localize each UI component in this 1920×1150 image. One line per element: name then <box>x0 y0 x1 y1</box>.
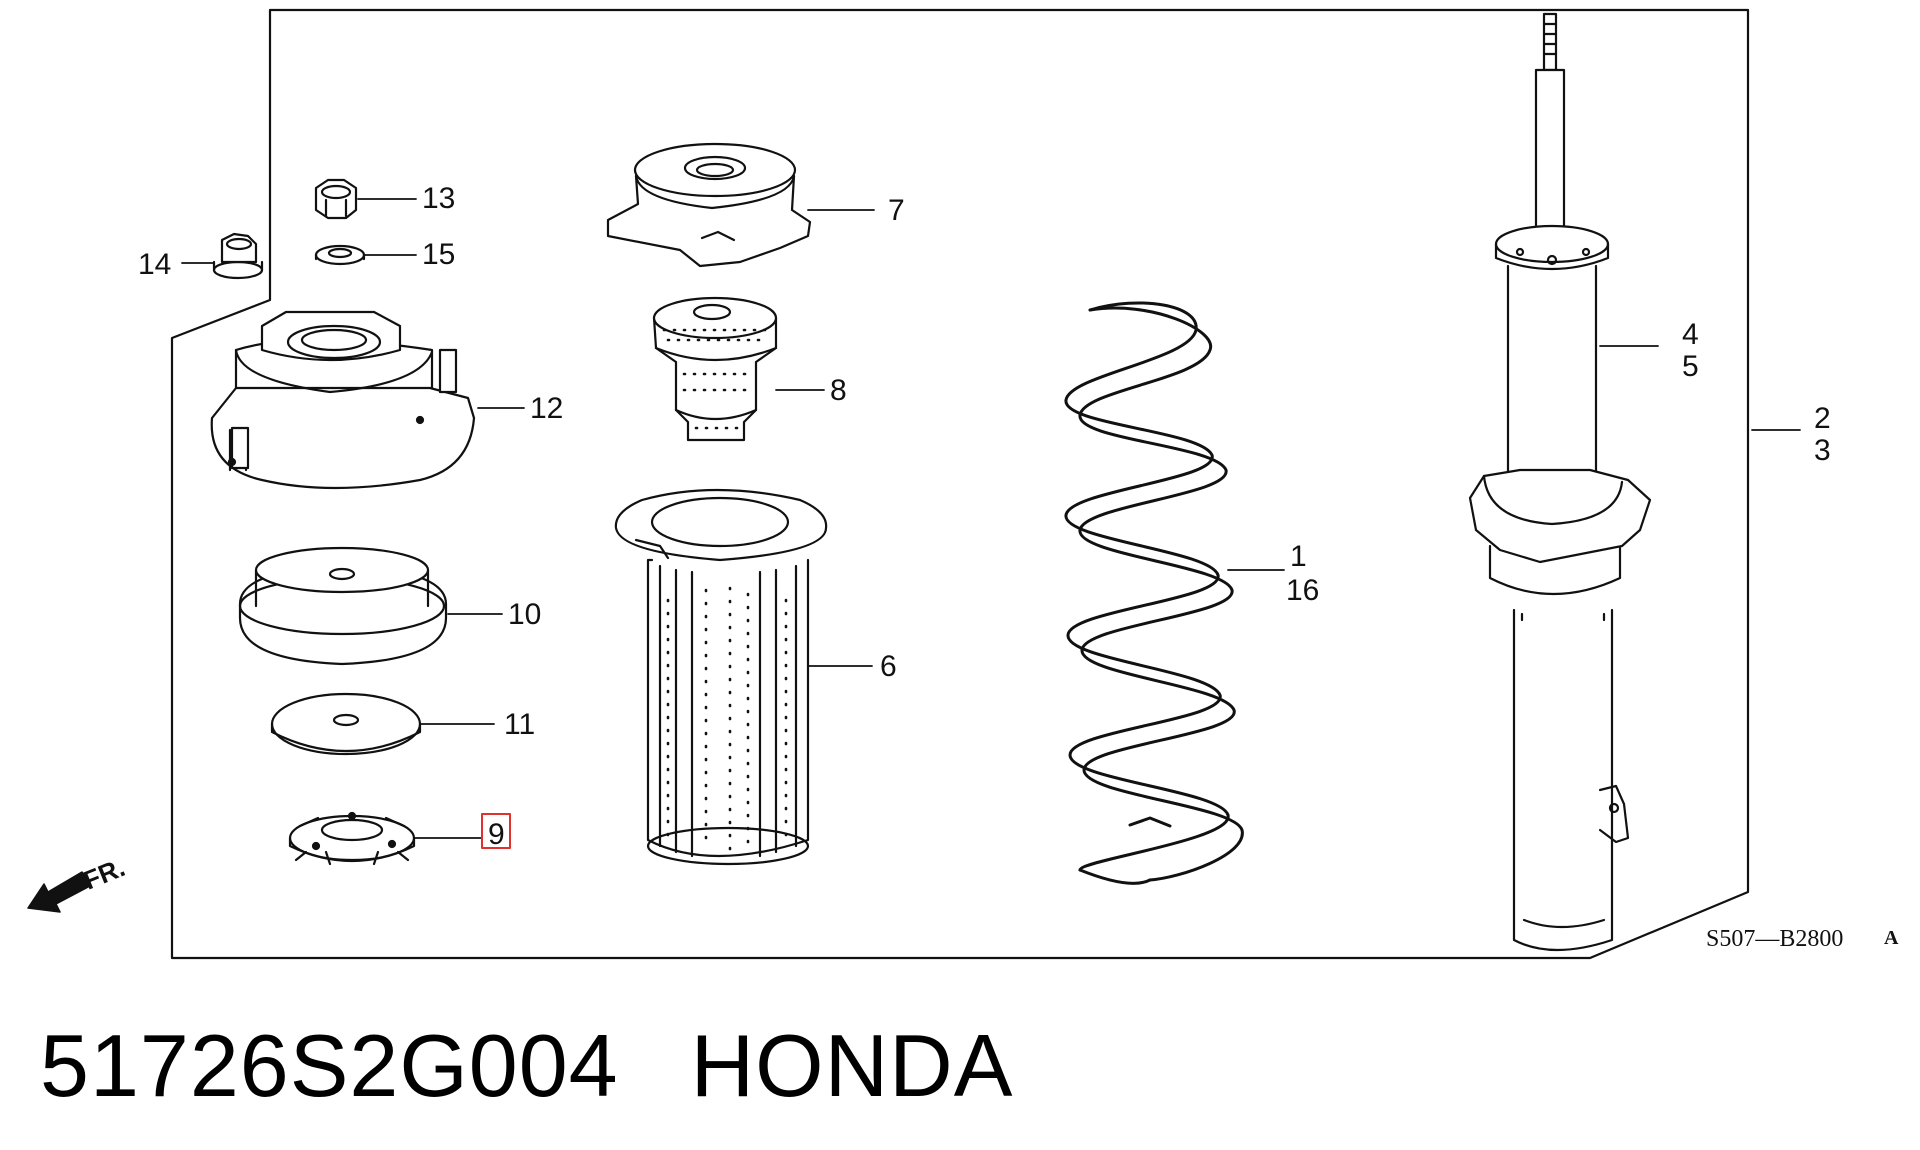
part-7-upper-spring-seat <box>606 142 812 268</box>
brand-name: HONDA <box>690 1016 1014 1115</box>
part-11-plate <box>270 692 422 756</box>
leader-lines <box>181 198 1801 839</box>
part-1-coil-spring <box>1064 301 1244 885</box>
callout-8[interactable]: 8 <box>830 374 847 407</box>
callout-3[interactable]: 3 <box>1814 434 1831 467</box>
callout-2[interactable]: 2 <box>1814 402 1831 435</box>
part-10-bearing <box>238 546 448 666</box>
callout-7[interactable]: 7 <box>888 194 905 227</box>
callout-4[interactable]: 4 <box>1682 318 1699 351</box>
callout-14[interactable]: 14 <box>138 248 171 281</box>
highlight-box-callout-9 <box>481 813 511 849</box>
part-13-nut <box>314 178 358 220</box>
part-15-washer <box>314 244 366 266</box>
callout-15[interactable]: 15 <box>422 238 455 271</box>
part-14-flange-nut <box>212 232 264 280</box>
drawing-code-suffix: A <box>1884 927 1899 949</box>
callout-9[interactable]: 9 <box>488 818 505 851</box>
callout-11[interactable]: 11 <box>504 708 535 741</box>
front-direction-arrow-icon: FR. <box>27 852 129 913</box>
part-9-spring-seat-rubber <box>288 811 416 866</box>
front-indicator-label: FR. <box>79 852 129 896</box>
assembly-frame <box>170 8 1750 960</box>
exploded-parts-diagram: 14 13 15 12 10 11 9 7 8 6 1 16 4 5 2 3 S… <box>27 8 1899 960</box>
callout-6[interactable]: 6 <box>880 650 897 683</box>
part-6-dust-boot <box>614 488 828 866</box>
callout-1[interactable]: 1 <box>1290 540 1307 573</box>
part-caption: 51726S2G004 HONDA <box>40 1015 1013 1125</box>
part-8-bump-stop <box>652 296 778 442</box>
callout-13[interactable]: 13 <box>422 182 455 215</box>
callout-16[interactable]: 16 <box>1286 574 1319 607</box>
part-number: 51726S2G004 <box>40 1016 619 1115</box>
callout-5[interactable]: 5 <box>1682 350 1699 383</box>
callout-12[interactable]: 12 <box>530 392 563 425</box>
part-12-upper-mount <box>210 310 476 490</box>
part-2-shock-absorber-strut <box>1468 12 1652 952</box>
drawing-code: S507—B2800 <box>1706 926 1843 952</box>
callout-10[interactable]: 10 <box>508 598 541 631</box>
